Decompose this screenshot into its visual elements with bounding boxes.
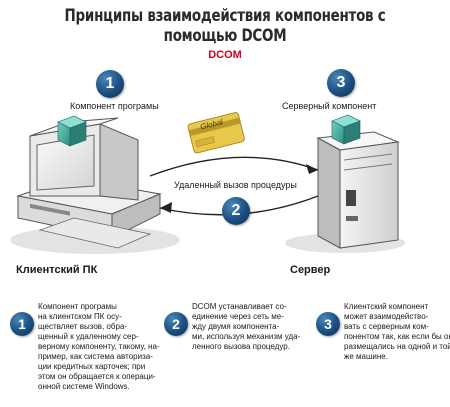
note-1-marker: 1	[10, 312, 34, 336]
client-component-icon	[57, 115, 87, 147]
server-icon	[285, 131, 405, 253]
note-2-marker: 2	[164, 312, 188, 336]
note-line: ществляет вызов, обра-	[38, 322, 128, 331]
note-line: же машине.	[344, 352, 388, 361]
step-2-marker: 2	[222, 197, 250, 225]
note-line: вать с серверным ком-	[344, 322, 429, 331]
note-line: пример, как система авториза-	[38, 352, 153, 361]
client-pc-caption: Клиентский ПК	[16, 264, 98, 276]
note-line: DCOM устанавливает со-	[192, 302, 287, 311]
step-3-label: Серверный компонент	[282, 101, 377, 111]
server-caption: Сервер	[290, 264, 331, 276]
server-component-icon	[331, 114, 361, 145]
note-3-marker: 3	[316, 312, 340, 336]
note-line: верному компоненту, такому, на-	[38, 342, 160, 351]
diagram-subtitle: DCOM	[208, 49, 242, 61]
note-line: жду двумя компонента-	[192, 322, 280, 331]
step-2-label: Удаленный вызов процедуры	[174, 180, 297, 190]
note-line: единение через сеть ме-	[192, 312, 284, 321]
step-1-label: Компонент програмы	[70, 101, 159, 111]
client-pc-icon	[10, 117, 180, 254]
arrow-head-right-icon	[306, 164, 318, 174]
note-line: ми, используя механизм уда-	[192, 332, 301, 341]
credit-card-icon	[187, 112, 245, 154]
note-line: понентом так, как если бы они	[344, 332, 450, 341]
step-3-marker: 3	[327, 69, 355, 97]
note-line: ции кредитных карточек; при	[38, 362, 146, 371]
page-title: Принципы взаимодействия компонентов с по…	[64, 6, 386, 46]
note-line: этом он обращается к операци-	[38, 372, 156, 381]
arrow-head-left-icon	[160, 202, 172, 213]
note-line: ленного вызова процедур.	[192, 342, 290, 351]
note-2-text: DCOM устанавливает со-единение через сет…	[192, 302, 300, 352]
note-line: щенный к удаленному сер-	[38, 332, 139, 341]
note-line: Клиентский компонент	[344, 302, 429, 311]
note-line: онной системе Windows.	[38, 382, 130, 391]
step-1-marker: 1	[96, 70, 124, 98]
note-line: на клиентском ПК осу-	[38, 312, 122, 321]
note-line: размещались на одной и той	[344, 342, 450, 351]
note-line: может взаимодейство-	[344, 312, 429, 321]
note-line: Компонент програмы	[38, 302, 117, 311]
